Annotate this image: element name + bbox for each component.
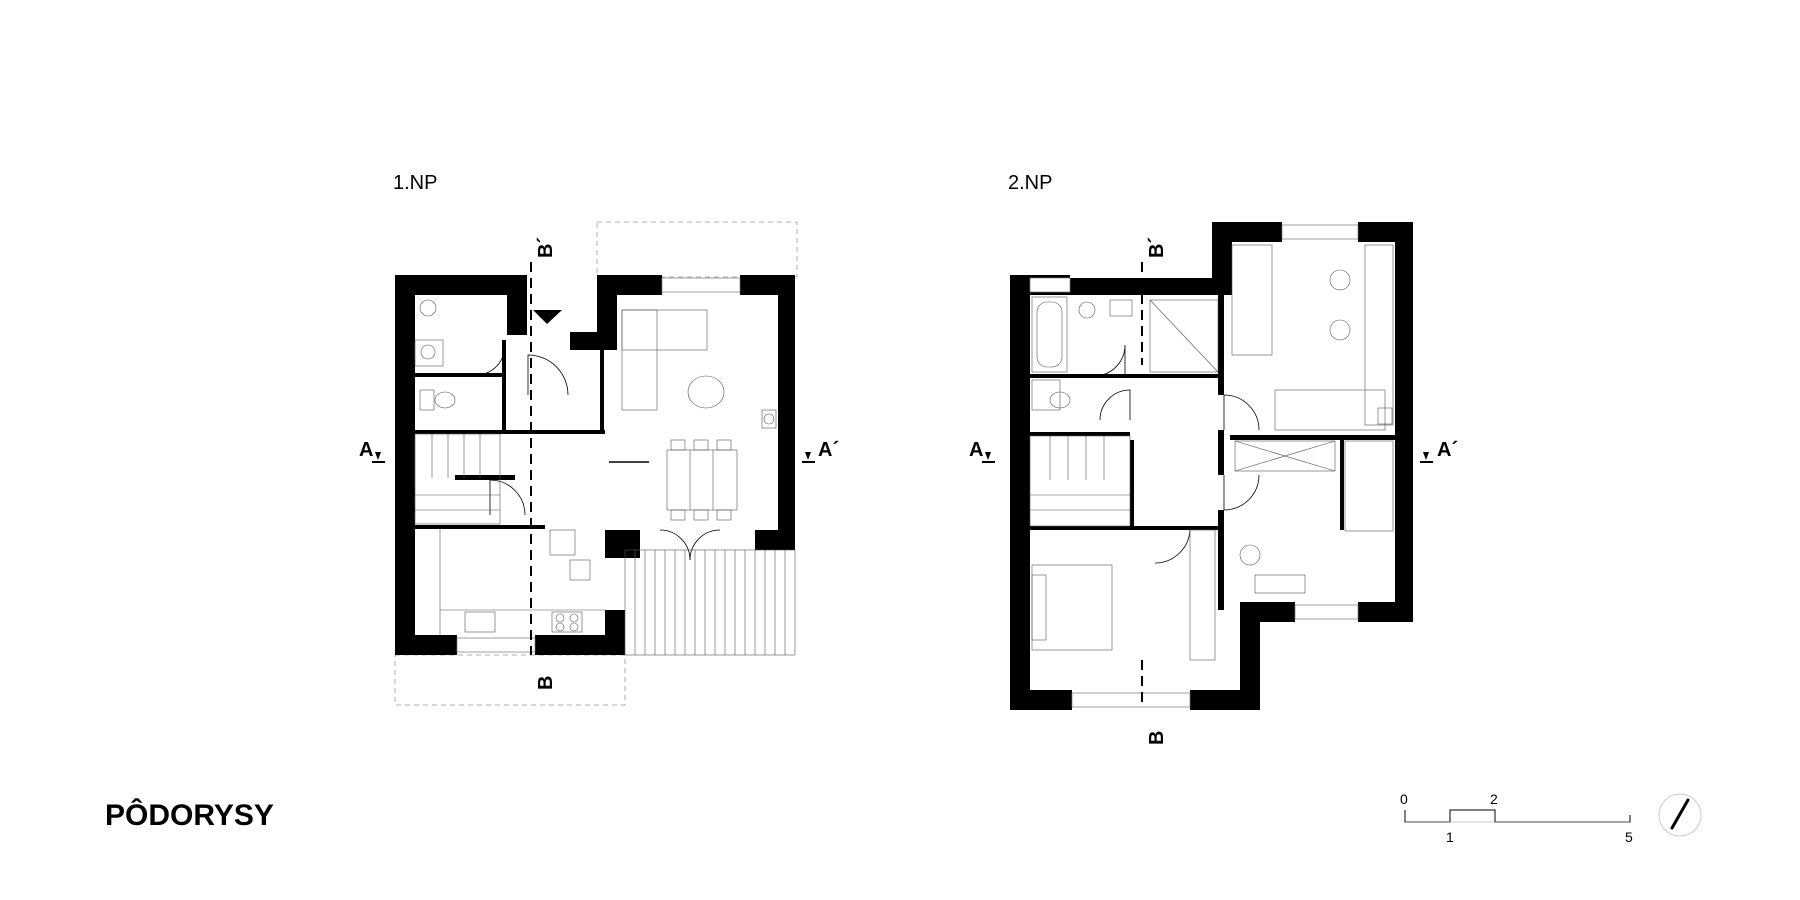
scale-tick-5: 5: [1625, 829, 1633, 845]
section-marker-b-bottom-2np: B: [1146, 731, 1168, 745]
terrace-decking-1np: [624, 549, 796, 656]
page-title: PÔDORYSY: [105, 798, 274, 832]
bathroom-2np: [1031, 296, 1219, 411]
window-2np-north: [1281, 224, 1359, 240]
scale-tick-2: 2: [1490, 791, 1498, 807]
window-1np-south: [456, 637, 536, 653]
section-marker-a-right-2np: A´: [1437, 439, 1458, 461]
staircase-2np: [1029, 435, 1131, 527]
bathroom-fixtures-1np: [414, 299, 456, 411]
scale-tick-1: 1: [1446, 829, 1454, 845]
plan-1np: 1.NP: [359, 172, 839, 706]
window-1np-north: [661, 277, 741, 293]
section-marker-a-right-1np: A´: [818, 439, 839, 461]
upper-overhang-outline: [596, 221, 798, 278]
scale-tick-0: 0: [1400, 791, 1408, 807]
plan-2np: 2.NP: [969, 172, 1458, 745]
lower-overhang-outline: [394, 654, 626, 706]
doors-1np: [469, 344, 721, 561]
master-bedroom-2np: [1031, 529, 1216, 661]
kitchen-1np: [439, 529, 605, 635]
scale-bar: 0 1 2 5: [1400, 791, 1633, 845]
north-arrow-icon: [1658, 793, 1702, 837]
dining-table-1np: [666, 439, 738, 521]
living-furniture-1np: [621, 309, 777, 429]
entrance-arrow-icon: [533, 310, 562, 324]
walls-1np: [395, 275, 795, 655]
window-2np-south-east: [1294, 604, 1359, 620]
bedroom-ne-2np: [1231, 244, 1394, 431]
floor-label-1np: 1.NP: [393, 172, 437, 194]
section-marker-a-left-1np: A: [359, 439, 373, 461]
section-marker-a-left-2np: A: [969, 439, 983, 461]
floor-label-2np: 2.NP: [1008, 172, 1052, 194]
window-2np-bath: [1029, 277, 1071, 293]
section-marker-b-bottom-1np: B: [535, 676, 557, 690]
staircase-1np: [414, 433, 501, 525]
section-marker-b-top-2np: B´: [1146, 237, 1168, 258]
study-2np: [1234, 440, 1394, 594]
walls-2np: [1010, 222, 1413, 710]
section-marker-b-top-1np: B´: [535, 237, 557, 258]
window-2np-south: [1071, 692, 1191, 708]
